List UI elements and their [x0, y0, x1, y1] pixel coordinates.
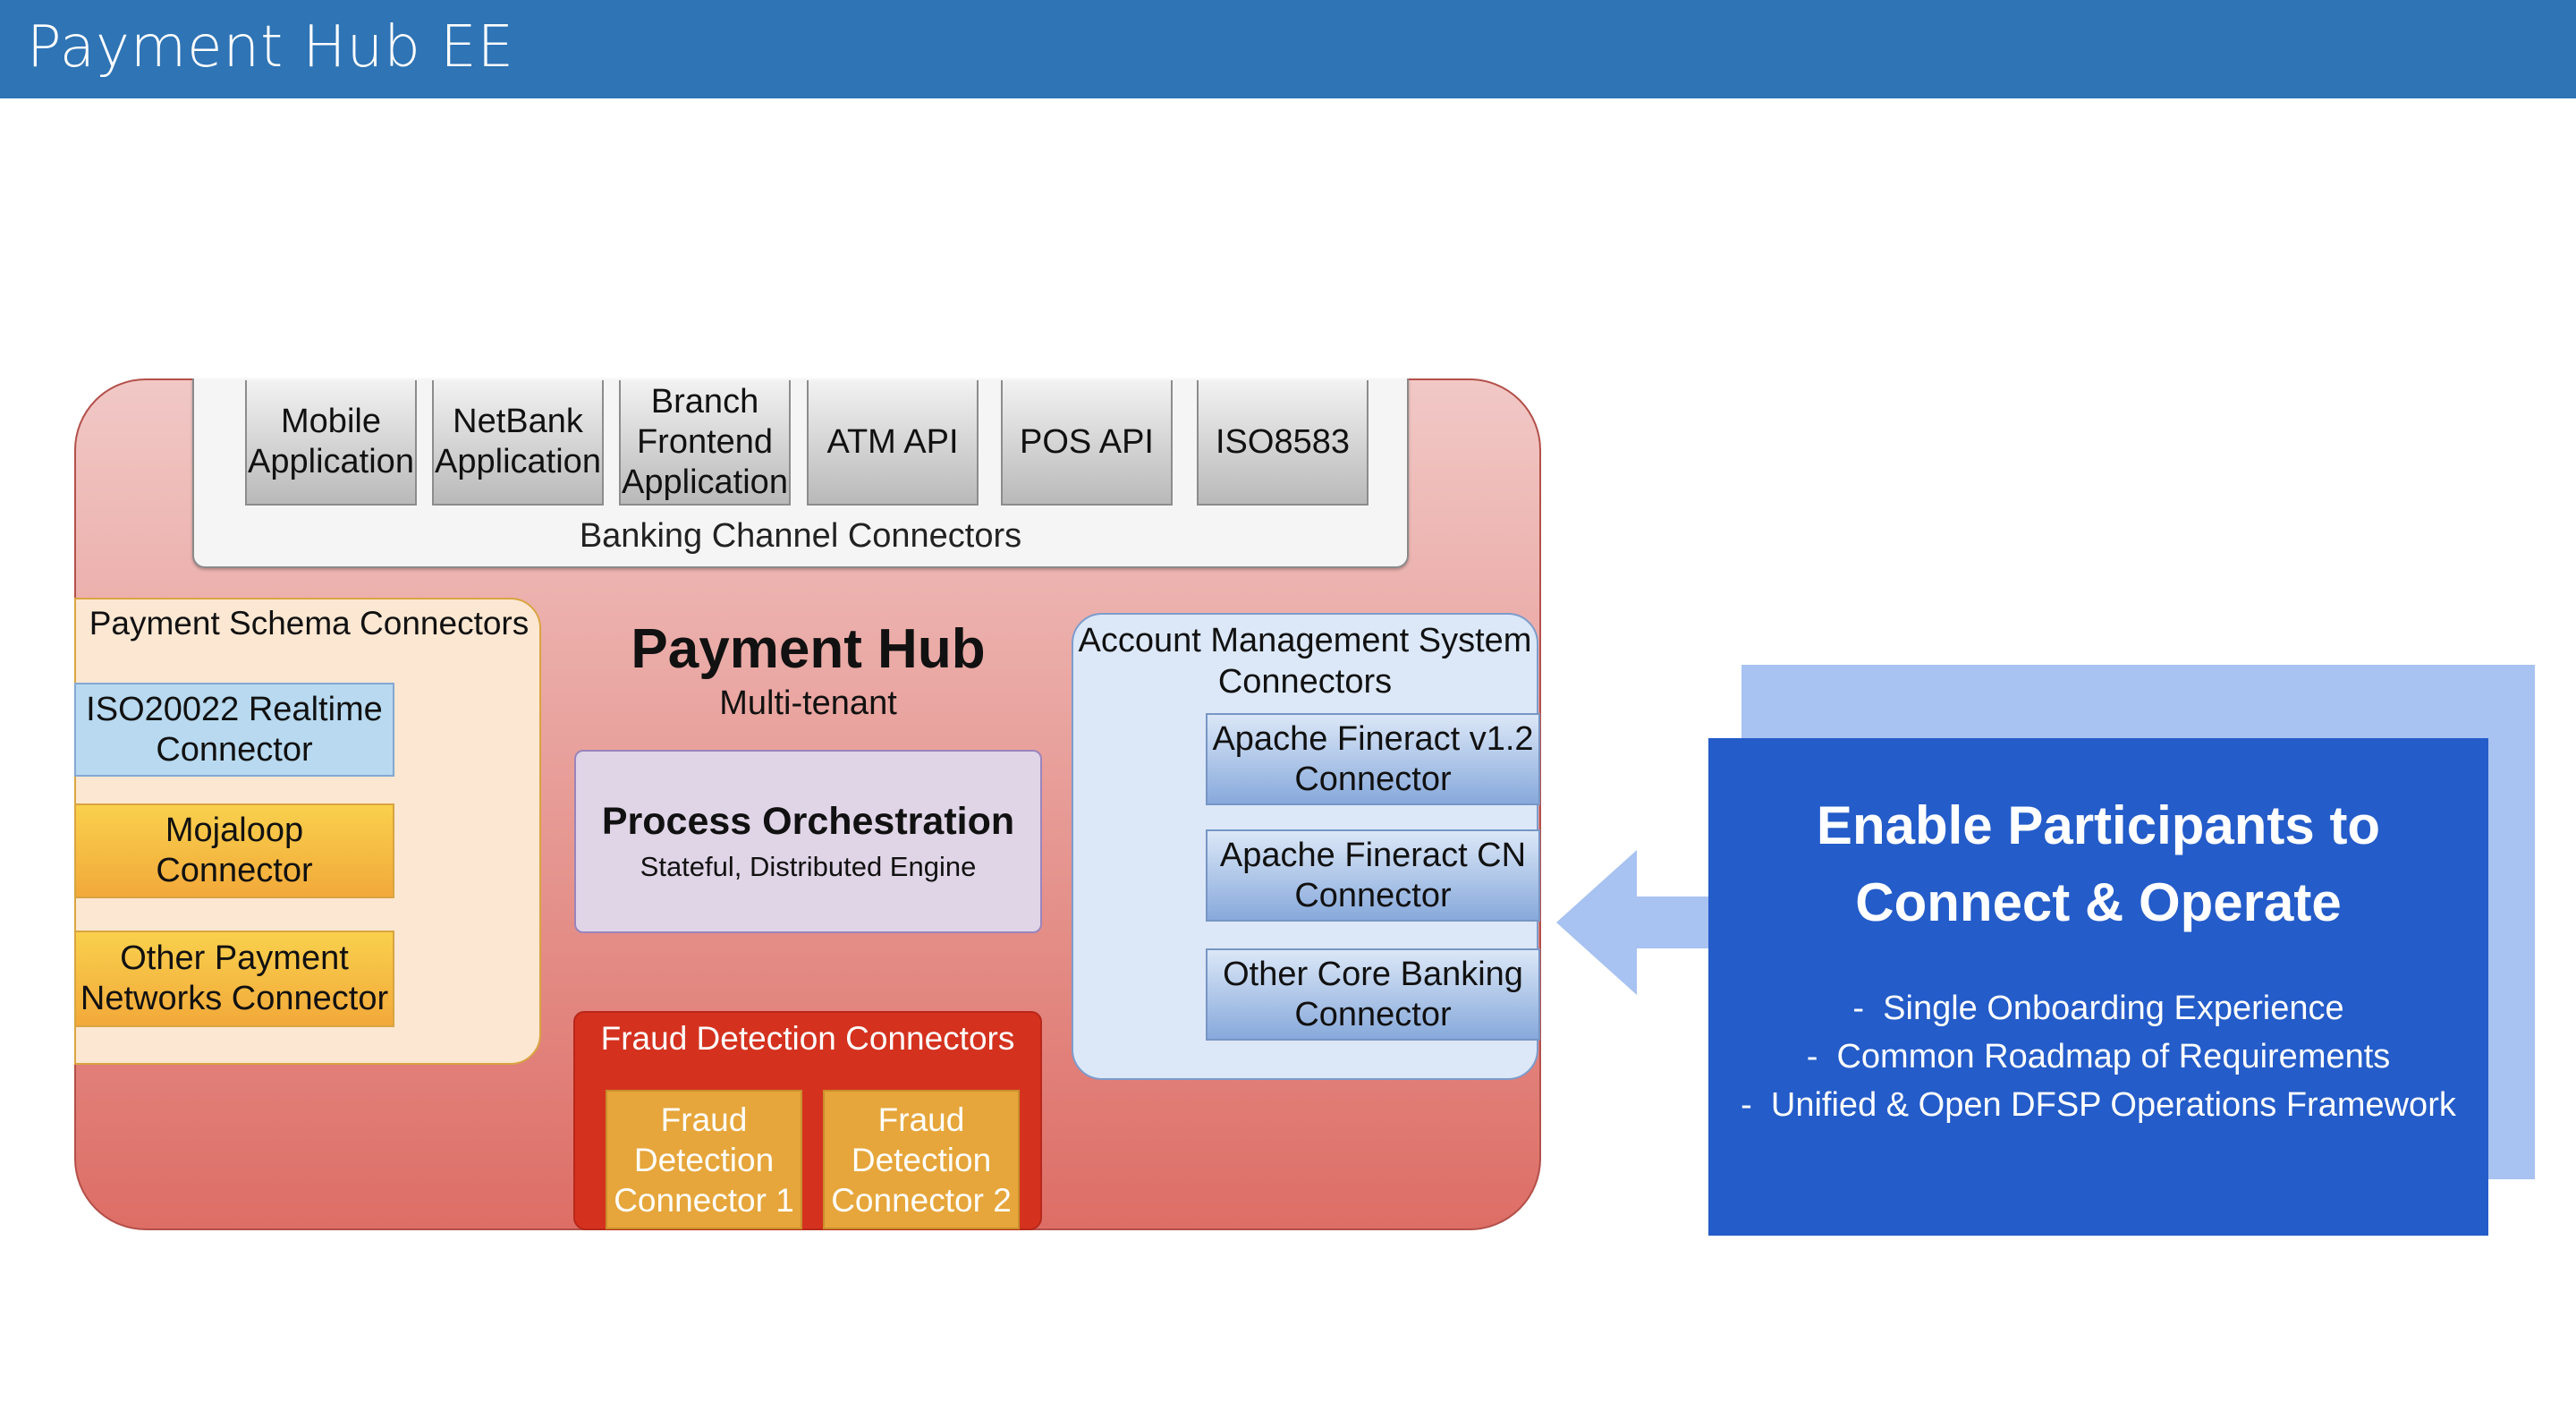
channel-branch-frontend-application: Branch Frontend Application	[619, 380, 791, 506]
channel-label: ATM API	[826, 422, 959, 461]
connector-label: ISO20022 Realtime	[86, 690, 383, 728]
callout-title-line: Connect & Operate	[1855, 872, 2342, 932]
apache-fineract-cn-connector: Apache Fineract CN Connector	[1206, 829, 1540, 922]
label-line: Connectors	[1217, 663, 1393, 701]
arrow-left-icon	[1556, 850, 1717, 995]
connector-label: Apache Fineract v1.2	[1212, 719, 1534, 758]
connector-label: Networks Connector	[80, 980, 389, 1017]
iso20022-connector: ISO20022 Realtime Connector	[74, 683, 394, 777]
apache-fineract-v12-connector: Apache Fineract v1.2 Connector	[1206, 713, 1540, 805]
payment-hub-title: Payment Hub	[631, 618, 986, 680]
fraud-detection-connector-1: Fraud Detection Connector 1	[606, 1090, 802, 1229]
label-line: Account Management System	[1078, 622, 1532, 659]
connector-label: Connector 2	[831, 1181, 1012, 1219]
channel-netbank-application: NetBank Application	[432, 380, 604, 506]
other-core-banking-connector: Other Core Banking Connector	[1206, 948, 1540, 1041]
callout-title: Enable Participants to Connect & Operate	[1708, 787, 2488, 941]
channel-mobile-application: Mobile Application	[245, 380, 417, 506]
other-payment-networks-connector: Other Payment Networks Connector	[74, 931, 394, 1027]
fraud-detection-connectors-label: Fraud Detection Connectors	[600, 1020, 1015, 1057]
callout-bullet: - Unified & Open DFSP Operations Framewo…	[1741, 1086, 2456, 1124]
channel-label: Application	[435, 443, 601, 480]
channel-pos-api: POS API	[1001, 380, 1173, 506]
process-orchestration-box: Process Orchestration Stateful, Distribu…	[574, 750, 1042, 933]
process-orchestration-title: Process Orchestration	[601, 800, 1015, 843]
connector-label: Other Core Banking	[1223, 955, 1523, 993]
connector-label: Connector	[1294, 995, 1452, 1033]
channel-label: Frontend	[636, 422, 774, 461]
connector-label: Fraud	[877, 1101, 965, 1138]
connector-label: Connector	[156, 730, 313, 769]
payment-schema-connectors-label: Payment Schema Connectors	[89, 605, 530, 642]
fraud-detection-connector-2: Fraud Detection Connector 2	[823, 1090, 1020, 1229]
callout-title-line: Enable Participants to	[1816, 795, 2381, 855]
channel-label: Mobile	[281, 403, 381, 440]
channel-atm-api: ATM API	[807, 380, 979, 506]
connector-label: Other Payment	[120, 939, 349, 977]
channel-label: NetBank	[453, 403, 583, 440]
page-title: Payment Hub EE	[27, 14, 515, 81]
connector-label: Connector	[1294, 760, 1452, 798]
channel-label: ISO8583	[1216, 422, 1350, 461]
connector-label: Mojaloop	[165, 812, 304, 849]
connector-label: Detection	[633, 1141, 775, 1178]
callout-bullet: - Common Roadmap of Requirements	[1806, 1038, 2391, 1075]
channel-label: Application	[622, 463, 788, 501]
channel-iso8583: ISO8583	[1197, 380, 1368, 506]
process-orchestration-subtitle: Stateful, Distributed Engine	[640, 851, 977, 882]
connector-label: Connector 1	[614, 1181, 794, 1219]
connector-label: Detection	[851, 1141, 992, 1178]
connector-label: Connector	[1294, 876, 1452, 914]
channel-label: Application	[248, 443, 414, 480]
callout-front-panel	[1708, 738, 2488, 1236]
payment-hub-subtitle: Multi-tenant	[719, 684, 897, 722]
mojaloop-connector: Mojaloop Connector	[74, 803, 394, 898]
channel-label: POS API	[1020, 422, 1154, 461]
header-bar	[0, 0, 2576, 98]
connector-label: Connector	[156, 852, 313, 889]
channel-label: Branch	[650, 382, 759, 421]
callout-bullet: - Single Onboarding Experience	[1852, 990, 2344, 1027]
connector-label: Fraud	[660, 1101, 748, 1138]
banking-channel-connectors-label: Banking Channel Connectors	[579, 517, 1022, 555]
account-management-connectors-label: Account Management System Connectors	[1072, 620, 1538, 702]
callout-bullet-list: - Single Onboarding Experience - Common …	[1708, 984, 2488, 1129]
connector-label: Apache Fineract CN	[1219, 836, 1527, 874]
